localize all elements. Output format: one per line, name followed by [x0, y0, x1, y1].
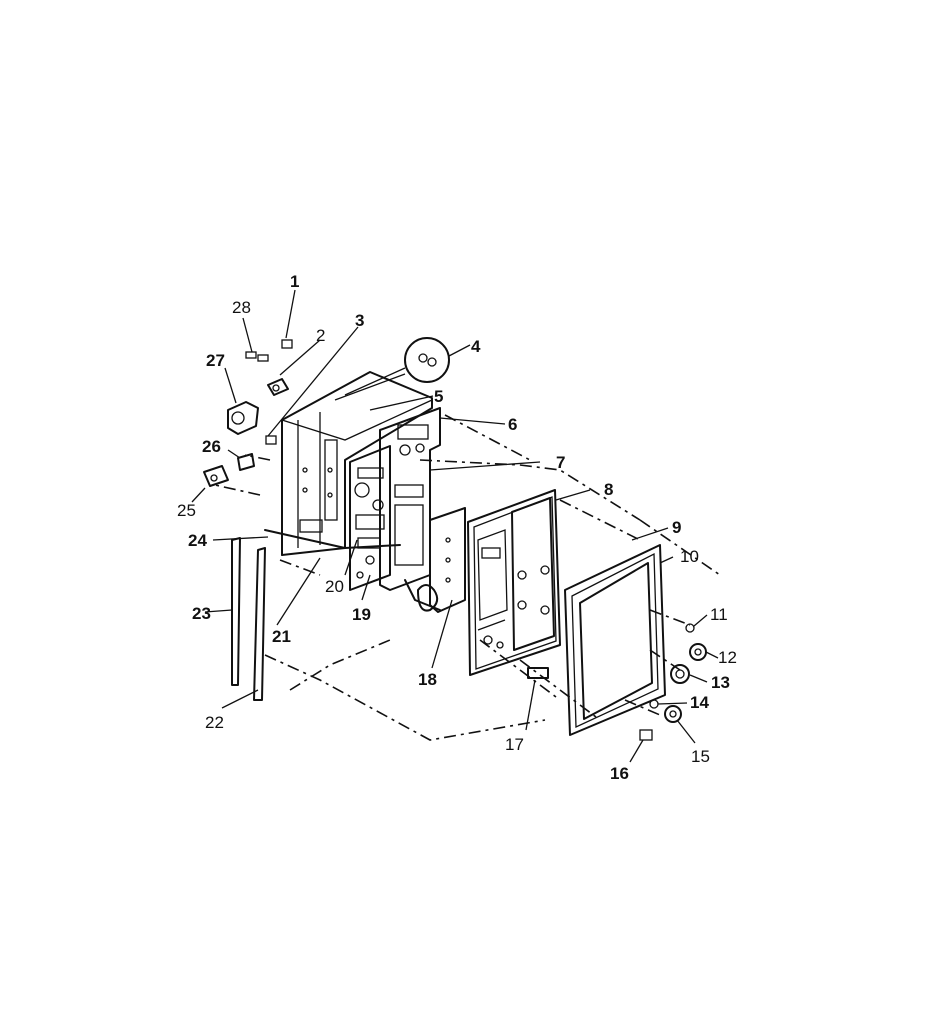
callout-9: 9 — [672, 518, 681, 537]
callout-19: 19 — [352, 605, 371, 624]
callout-25: 25 — [177, 501, 196, 520]
callout-11: 11 — [710, 605, 728, 624]
callout-24: 24 — [188, 531, 207, 550]
callout-18: 18 — [418, 670, 437, 689]
callout-12: 12 — [718, 648, 737, 667]
callout-22: 22 — [205, 713, 224, 732]
callout-13: 13 — [711, 673, 730, 692]
callout-20: 20 — [325, 577, 344, 596]
callout-10: 10 — [680, 547, 699, 566]
inset-detail-circle — [404, 337, 450, 383]
callout-17: 17 — [505, 735, 524, 754]
side-panel — [417, 507, 466, 613]
callout-1: 1 — [290, 272, 299, 291]
callout-26: 26 — [202, 437, 221, 456]
callout-28: 28 — [232, 298, 251, 317]
callout-27: 27 — [206, 351, 225, 370]
inner-cabinet-panel — [379, 407, 441, 611]
rear-chassis-frame — [264, 371, 433, 556]
callout-2: 2 — [316, 326, 325, 345]
callout-23: 23 — [192, 604, 211, 623]
callout-21: 21 — [272, 627, 291, 646]
callout-6: 6 — [508, 415, 517, 434]
control-board — [349, 445, 391, 591]
callout-7: 7 — [556, 453, 565, 472]
callout-8: 8 — [604, 480, 613, 499]
assembly-guide-lines — [214, 414, 721, 741]
callout-15: 15 — [691, 747, 710, 766]
door-frame — [564, 544, 666, 736]
callout-16: 16 — [610, 764, 629, 783]
hardware-parts — [203, 337, 707, 741]
callout-4: 4 — [471, 337, 481, 356]
front-trim-panel — [467, 489, 561, 676]
callout-14: 14 — [690, 693, 709, 712]
callout-3: 3 — [355, 311, 364, 330]
callout-labels: 1 2 3 4 5 6 7 8 9 10 11 12 13 14 15 16 1… — [177, 272, 737, 783]
callout-5: 5 — [434, 387, 443, 406]
leader-lines — [191, 289, 719, 763]
trim-strips — [231, 537, 266, 701]
